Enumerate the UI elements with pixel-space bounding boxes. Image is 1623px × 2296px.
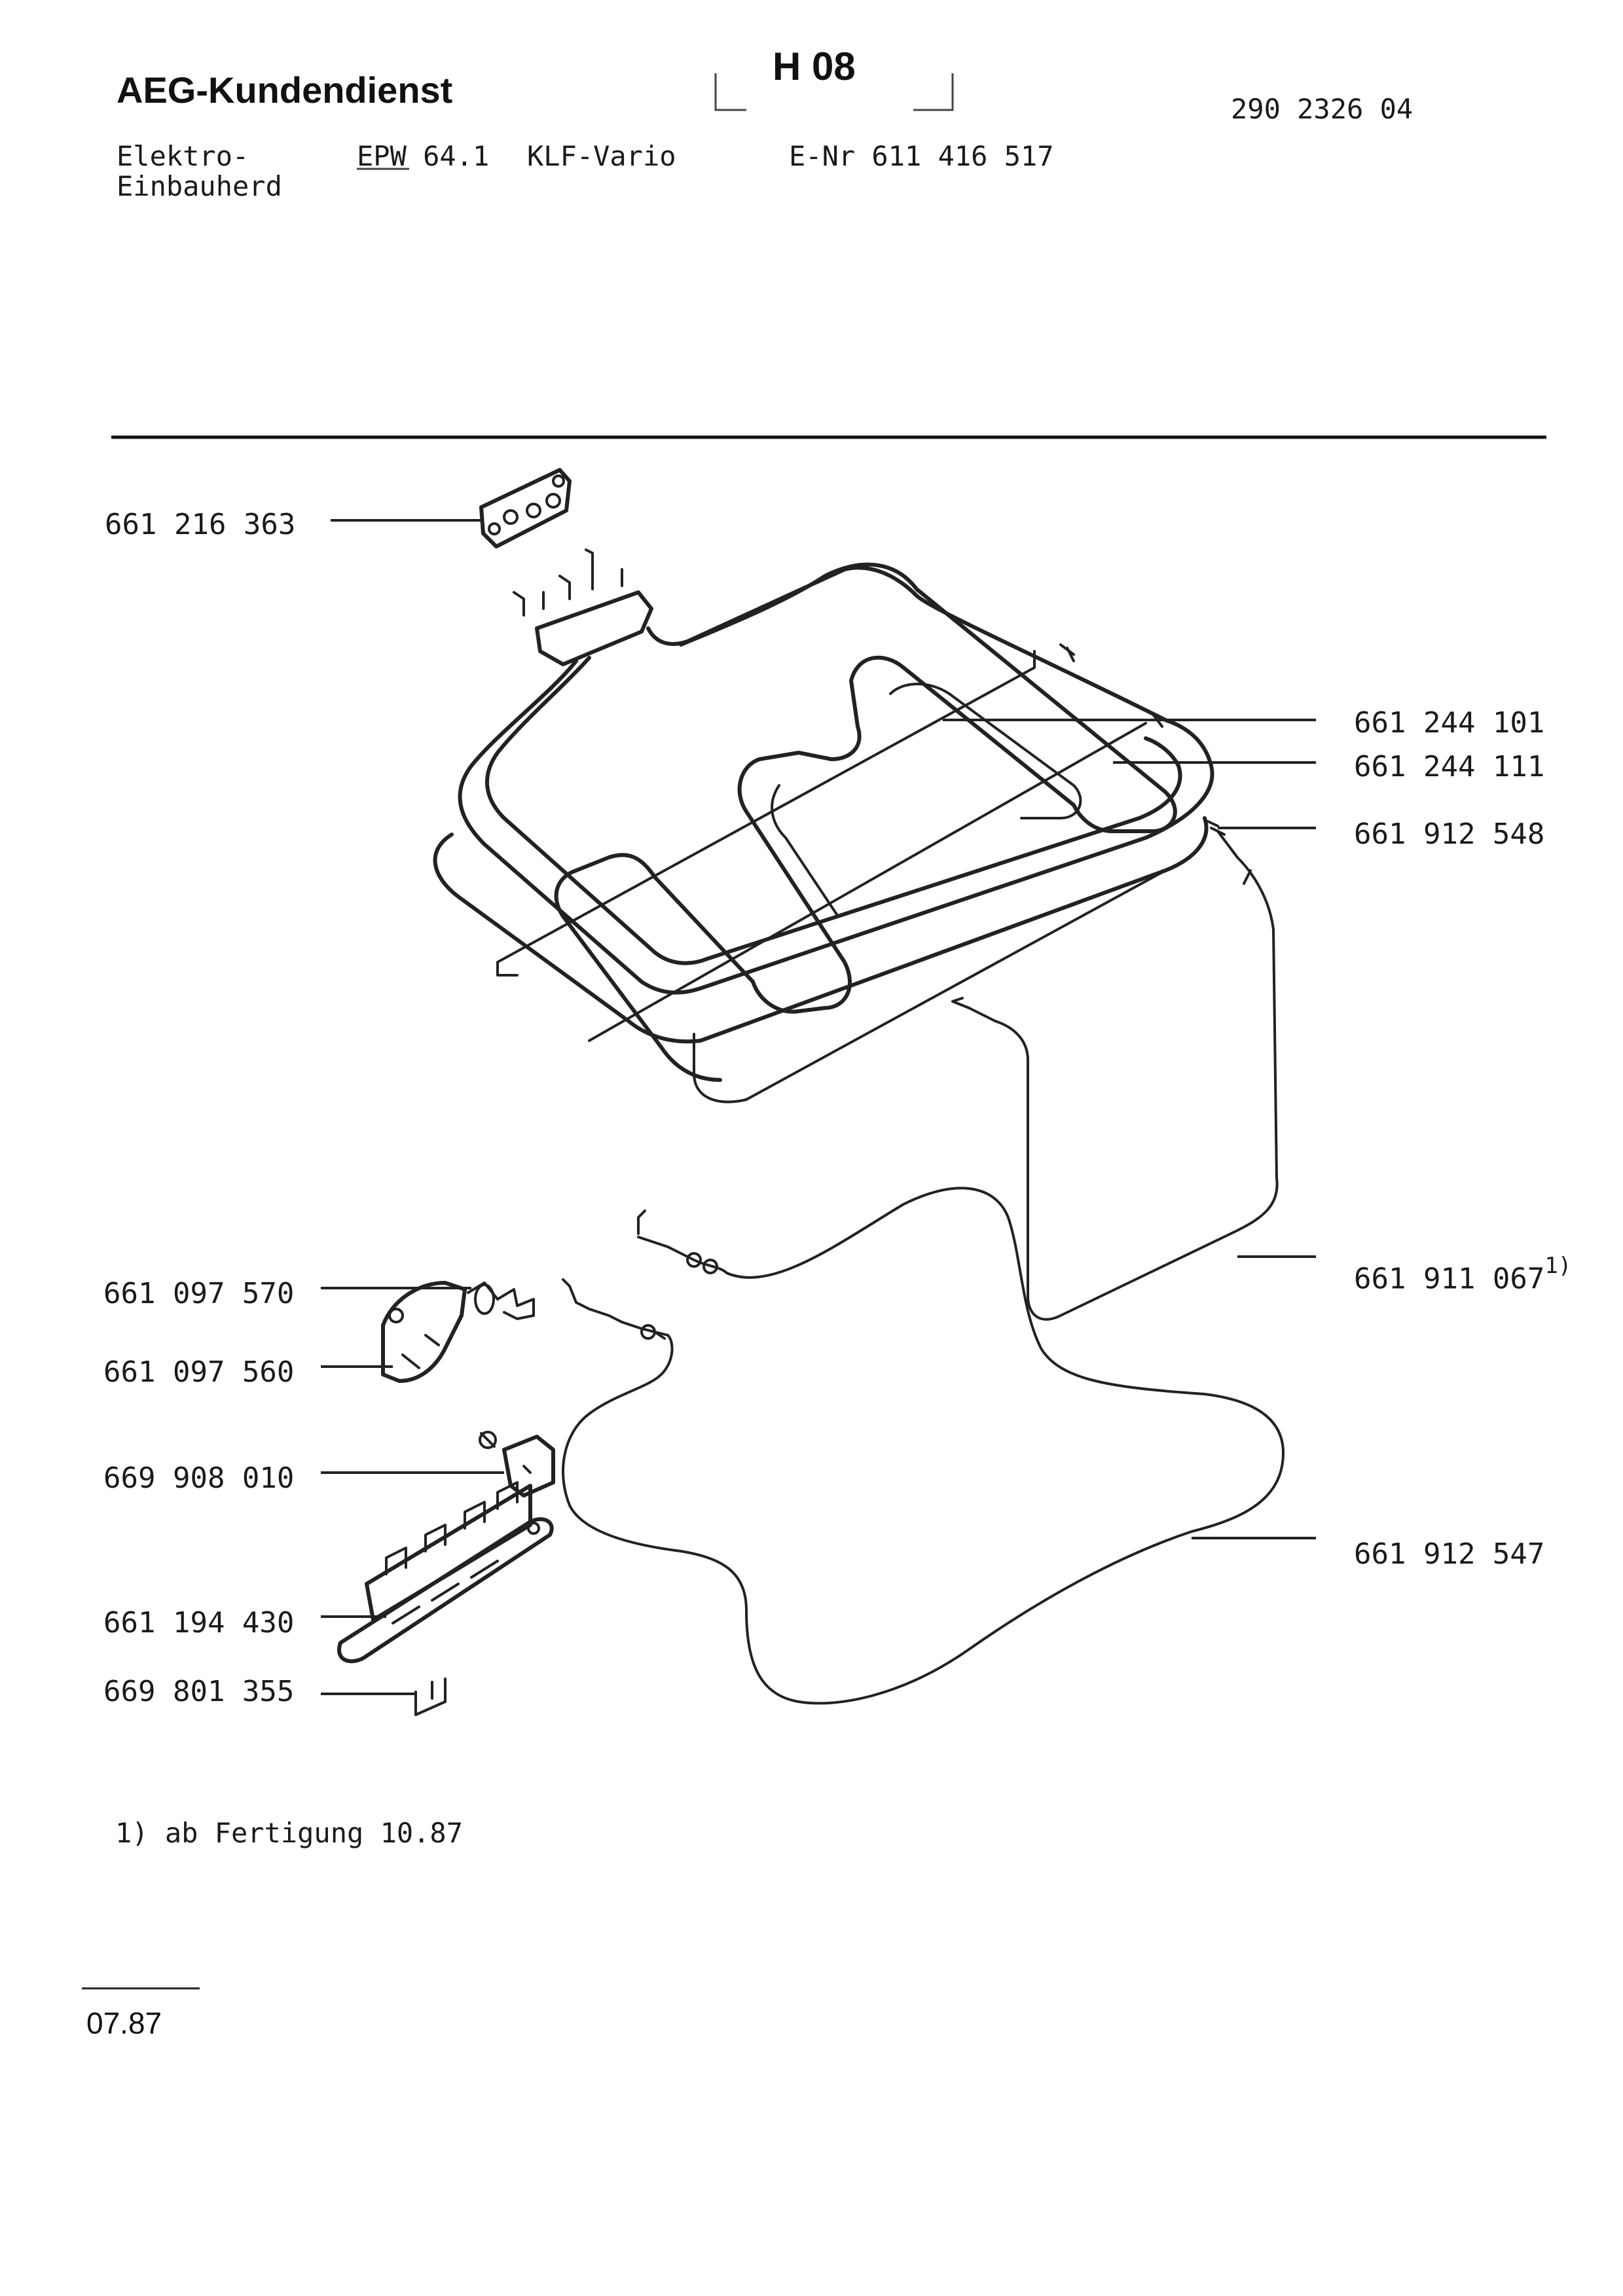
part-label-661-911-067: 661 911 0671) (1354, 1255, 1571, 1296)
part-label-661-912-548: 661 912 548 (1354, 817, 1545, 851)
part-label-661-244-111: 661 244 111 (1354, 750, 1545, 783)
document-number: 290 2326 04 (1231, 93, 1413, 125)
cable-long-shape (562, 1187, 1285, 1705)
footnote-text: 1) ab Fertigung 10.87 (115, 1817, 464, 1849)
part-label-661-216-363: 661 216 363 (105, 508, 296, 541)
sheet-code-bracket-right (913, 73, 954, 111)
brand-title: AEG-Kundendienst (117, 69, 453, 111)
terminal-block-shape (337, 1481, 554, 1664)
footer-date: 07.87 (86, 2006, 162, 2040)
part-label-661-194-430: 661 194 430 (103, 1606, 295, 1640)
sheet-code: H 08 (773, 45, 856, 88)
part-label-661-244-101: 661 244 101 (1354, 706, 1545, 740)
footnote-marker: 1) (1544, 1253, 1572, 1279)
sheet-code-bracket-left (714, 73, 746, 111)
clip-shape (381, 1281, 467, 1383)
model-variant: KLF-Vario (527, 140, 676, 172)
spring-shape (467, 1282, 535, 1320)
model-number: EPW 64.1 (357, 140, 490, 172)
part-label-661-912-547: 661 912 547 (1354, 1537, 1545, 1571)
part-number: 661 911 067 (1354, 1262, 1545, 1296)
product-type-line1: Elektro- (117, 140, 249, 172)
product-type-line2: Einbauherd (117, 170, 282, 202)
part-label-661-097-560: 661 097 560 (103, 1355, 295, 1389)
e-number: E-Nr 611 416 517 (789, 140, 1054, 172)
bridge-clip-shape (414, 1677, 447, 1716)
part-label-669-801-355: 669 801 355 (103, 1675, 295, 1708)
part-label-669-908-010: 669 908 010 (103, 1462, 295, 1495)
heating-element-shape (433, 548, 1214, 1103)
cable-shape (951, 820, 1279, 1321)
part-label-661-097-570: 661 097 570 (103, 1277, 295, 1310)
mounting-plate-shape (479, 468, 572, 548)
